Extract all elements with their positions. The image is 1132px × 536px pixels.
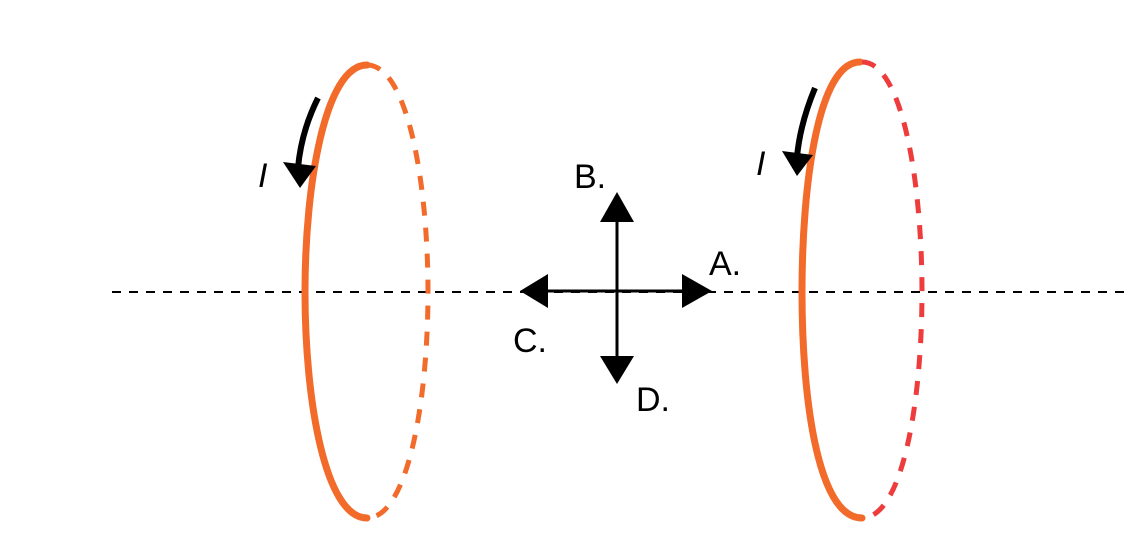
left-coil-back-arc (366, 62, 431, 521)
right-current-arrow-icon (782, 86, 818, 176)
direction-label-a: A. (709, 245, 741, 283)
right-current-label: I (756, 145, 766, 183)
direction-arrows-icon (520, 192, 712, 384)
left-current-arrow-icon (283, 96, 321, 188)
direction-label-c: C. (513, 322, 547, 360)
arrow-up-b-icon (600, 192, 634, 222)
direction-label-b: B. (574, 158, 606, 196)
right-coil (798, 58, 925, 522)
direction-label-d: D. (636, 381, 670, 419)
right-coil-back-arc (861, 59, 925, 521)
right-coil-front-arc (798, 58, 866, 522)
left-coil (301, 61, 431, 522)
arrow-left-c-icon (520, 274, 548, 308)
left-coil-front-arc (301, 61, 371, 522)
arrow-down-d-icon (600, 356, 634, 384)
arrow-right-a-icon (682, 274, 712, 308)
left-current-label: I (258, 157, 268, 195)
